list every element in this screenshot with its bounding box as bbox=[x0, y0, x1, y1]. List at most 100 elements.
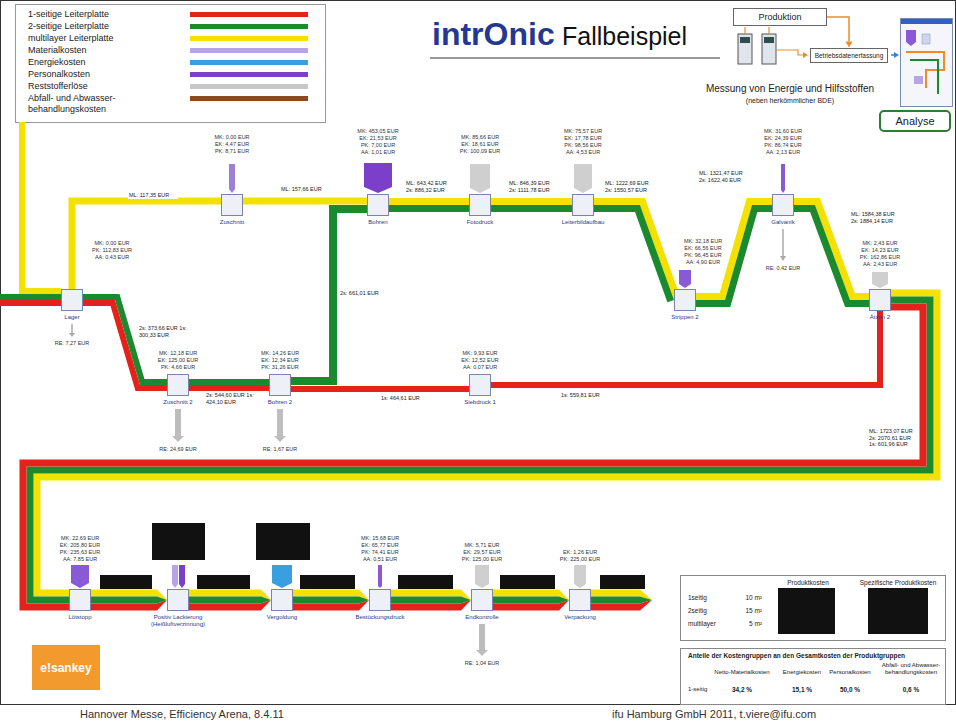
process-name: Fotodruck bbox=[440, 219, 520, 226]
cost-value: AA: 0,51 EUR bbox=[363, 556, 397, 563]
cost-value: MK: 12,18 EUR bbox=[159, 350, 197, 357]
flow-stripe bbox=[189, 604, 261, 611]
legend-swatch bbox=[190, 84, 308, 89]
legend-row: 1-seitige Leiterplatte bbox=[28, 9, 318, 21]
cost-flow-band bbox=[83, 297, 167, 388]
legend-swatch bbox=[190, 60, 308, 65]
cost-flow-band bbox=[391, 590, 471, 611]
screenshot-thumbnail bbox=[901, 19, 953, 107]
cost-value: PK: 4,66 EUR bbox=[161, 364, 195, 371]
cost-flow-band bbox=[189, 590, 271, 611]
table-cell: Produktkosten bbox=[787, 579, 829, 587]
flow-stripe bbox=[493, 597, 559, 604]
process-name: Vergoldung bbox=[242, 614, 322, 621]
inflow-band bbox=[0, 300, 61, 306]
screenshot-titlebar bbox=[901, 19, 952, 24]
title-underline bbox=[430, 58, 720, 59]
arrow-head bbox=[261, 600, 271, 611]
process-box: Vergoldung bbox=[271, 589, 293, 611]
flow-stripe bbox=[30, 300, 930, 600]
cost-flow-band bbox=[594, 202, 677, 302]
process-name: Verpackung bbox=[540, 614, 620, 621]
cost-value: MK: 22,69 EUR bbox=[61, 535, 99, 542]
inflow-band bbox=[0, 294, 61, 300]
flow-stripe bbox=[243, 198, 367, 205]
table-cell: 2seitig bbox=[688, 607, 707, 615]
cost-value: MK: 85,66 EUR bbox=[461, 134, 499, 141]
arrow-head bbox=[461, 600, 471, 611]
screenshot-flow bbox=[910, 60, 938, 94]
legend-row: Abfall- und Abwasser- behandlungskosten bbox=[28, 93, 318, 105]
flow-stripe bbox=[493, 590, 559, 597]
cost-value: MK: 31,60 EUR bbox=[764, 128, 802, 135]
tool-logo: e!sankey bbox=[40, 661, 91, 675]
cost-input-arrow bbox=[574, 565, 586, 588]
residue-head bbox=[172, 436, 184, 442]
cost-table-frame bbox=[681, 576, 946, 641]
flow-stripe bbox=[493, 604, 559, 611]
cost-flow-band bbox=[389, 202, 469, 209]
residue-head bbox=[274, 436, 286, 442]
cost-value: PK: 100,09 EUR bbox=[460, 148, 500, 155]
residue-head bbox=[780, 256, 786, 261]
flow-stripe bbox=[189, 385, 269, 391]
cost-input-arrow bbox=[172, 565, 178, 588]
legend-swatch bbox=[190, 72, 308, 77]
system-box: Produktion bbox=[733, 8, 826, 26]
legend-text: Reststofferlöse bbox=[28, 81, 178, 92]
cost-value: RE: 1,67 EUR bbox=[263, 446, 298, 453]
flow-stripe bbox=[491, 205, 572, 212]
cost-flow-band bbox=[91, 590, 167, 611]
legend-text: Personalkosten bbox=[28, 69, 178, 80]
cost-value: EK: 66,56 EUR bbox=[684, 245, 721, 252]
cost-value: RE: 0,42 EUR bbox=[766, 265, 801, 272]
cost-flow-band bbox=[72, 201, 221, 289]
legend-text: Materialkosten bbox=[28, 45, 178, 56]
cost-value: EK: 12,34 EUR bbox=[261, 357, 298, 364]
arrow-head bbox=[359, 600, 369, 611]
process-name: Siebdruck 1 bbox=[440, 399, 520, 406]
measurement-note: Messung von Energie und Hilfsstoffen bbox=[706, 83, 874, 94]
cost-flow-band bbox=[291, 389, 469, 390]
table-cell: 1seitig bbox=[688, 594, 707, 602]
process-name: Zuschnitt bbox=[192, 219, 272, 226]
cost-value: EK: 24,39 EUR bbox=[764, 135, 801, 142]
cost-value: RE: 24,69 EUR bbox=[159, 446, 197, 453]
process-box: Ätzen 2 bbox=[869, 289, 891, 311]
meter-wire bbox=[776, 50, 804, 55]
residue-arrow bbox=[277, 409, 283, 436]
cost-value: EK: 125,00 EUR bbox=[158, 357, 198, 364]
cost-value: MK: 75,57 EUR bbox=[564, 128, 602, 135]
flow-stripe bbox=[391, 590, 461, 597]
cost-input-arrow bbox=[781, 164, 785, 193]
flow-stripe bbox=[491, 198, 572, 205]
flow-value: 1s: 559,81 EUR bbox=[560, 392, 610, 399]
process-name: Galvanik bbox=[743, 219, 823, 226]
cost-input-arrow bbox=[272, 565, 292, 588]
cost-input-arrow bbox=[679, 270, 691, 288]
process-box: Lager bbox=[61, 289, 83, 311]
cost-value: MK: 2,43 EUR bbox=[862, 240, 897, 247]
process-box: Verpackung bbox=[569, 589, 591, 611]
process-box: Bohren 2 bbox=[269, 374, 291, 396]
cost-value: RE: 7,27 EUR bbox=[55, 340, 90, 347]
flow-stripe bbox=[827, 17, 849, 42]
cost-input-arrow bbox=[378, 565, 382, 588]
legend-row: multilayer Leiterplatte bbox=[28, 33, 318, 45]
process-box: Zuschnitt bbox=[221, 194, 243, 216]
cost-value: EK: 14,23 EUR bbox=[861, 247, 898, 254]
cost-value: MK: 0,00 EUR bbox=[94, 240, 129, 247]
outflow-band bbox=[591, 597, 640, 604]
flow-value: ML: 1723,07 EUR 2s: 2070,61 EUR 1s: 601,… bbox=[868, 428, 918, 448]
process-name: Bohren bbox=[338, 219, 418, 226]
cost-value: AA: 4,53 EUR bbox=[566, 149, 600, 156]
table-cell: 0,6 % bbox=[903, 686, 920, 694]
signal-arrow bbox=[827, 17, 853, 48]
table-cell: Spezifische Produktkosten bbox=[860, 579, 937, 587]
arrow-head bbox=[559, 600, 569, 611]
cost-value: EK: 4,47 EUR bbox=[215, 141, 249, 148]
legend-row: 2-seitige Leiterplatte bbox=[28, 21, 318, 33]
flow-stripe bbox=[389, 205, 469, 212]
meter-display bbox=[740, 37, 750, 43]
